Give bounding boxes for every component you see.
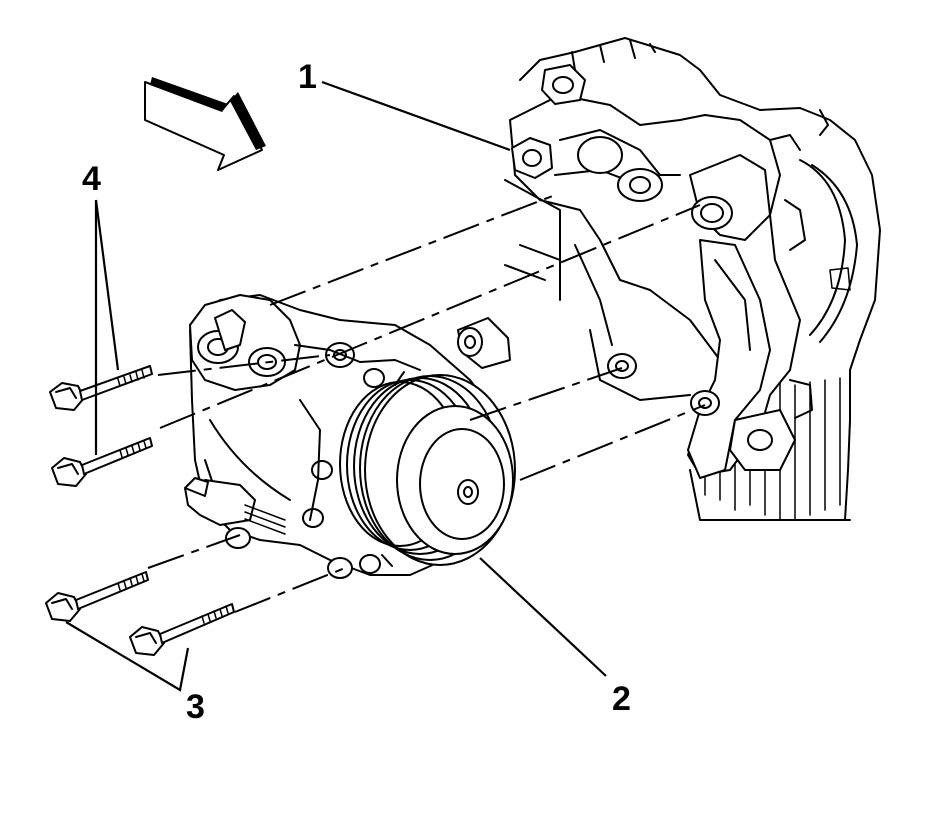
callout-1-label: 1 — [298, 58, 317, 96]
ac-compressor — [184, 294, 516, 579]
callout-4-label: 4 — [82, 160, 101, 198]
compressor-mounting-bracket — [504, 64, 813, 479]
bolt-upper-short — [49, 365, 153, 411]
bolt-lower-left — [45, 571, 149, 622]
bolt-upper-long — [51, 437, 153, 487]
callout-3-label: 3 — [186, 688, 205, 726]
callout-2-label: 2 — [612, 680, 631, 718]
callout-4: 4 — [82, 160, 120, 455]
bracket-spacer-sleeve — [457, 317, 511, 369]
front-direction-arrow-icon — [144, 77, 266, 171]
bolt-alignment-lines — [147, 194, 706, 613]
callout-1: 1 — [298, 58, 511, 152]
callout-2: 2 — [479, 557, 631, 718]
callout-3: 3 — [65, 621, 205, 726]
bolt-lower-right — [129, 603, 235, 656]
